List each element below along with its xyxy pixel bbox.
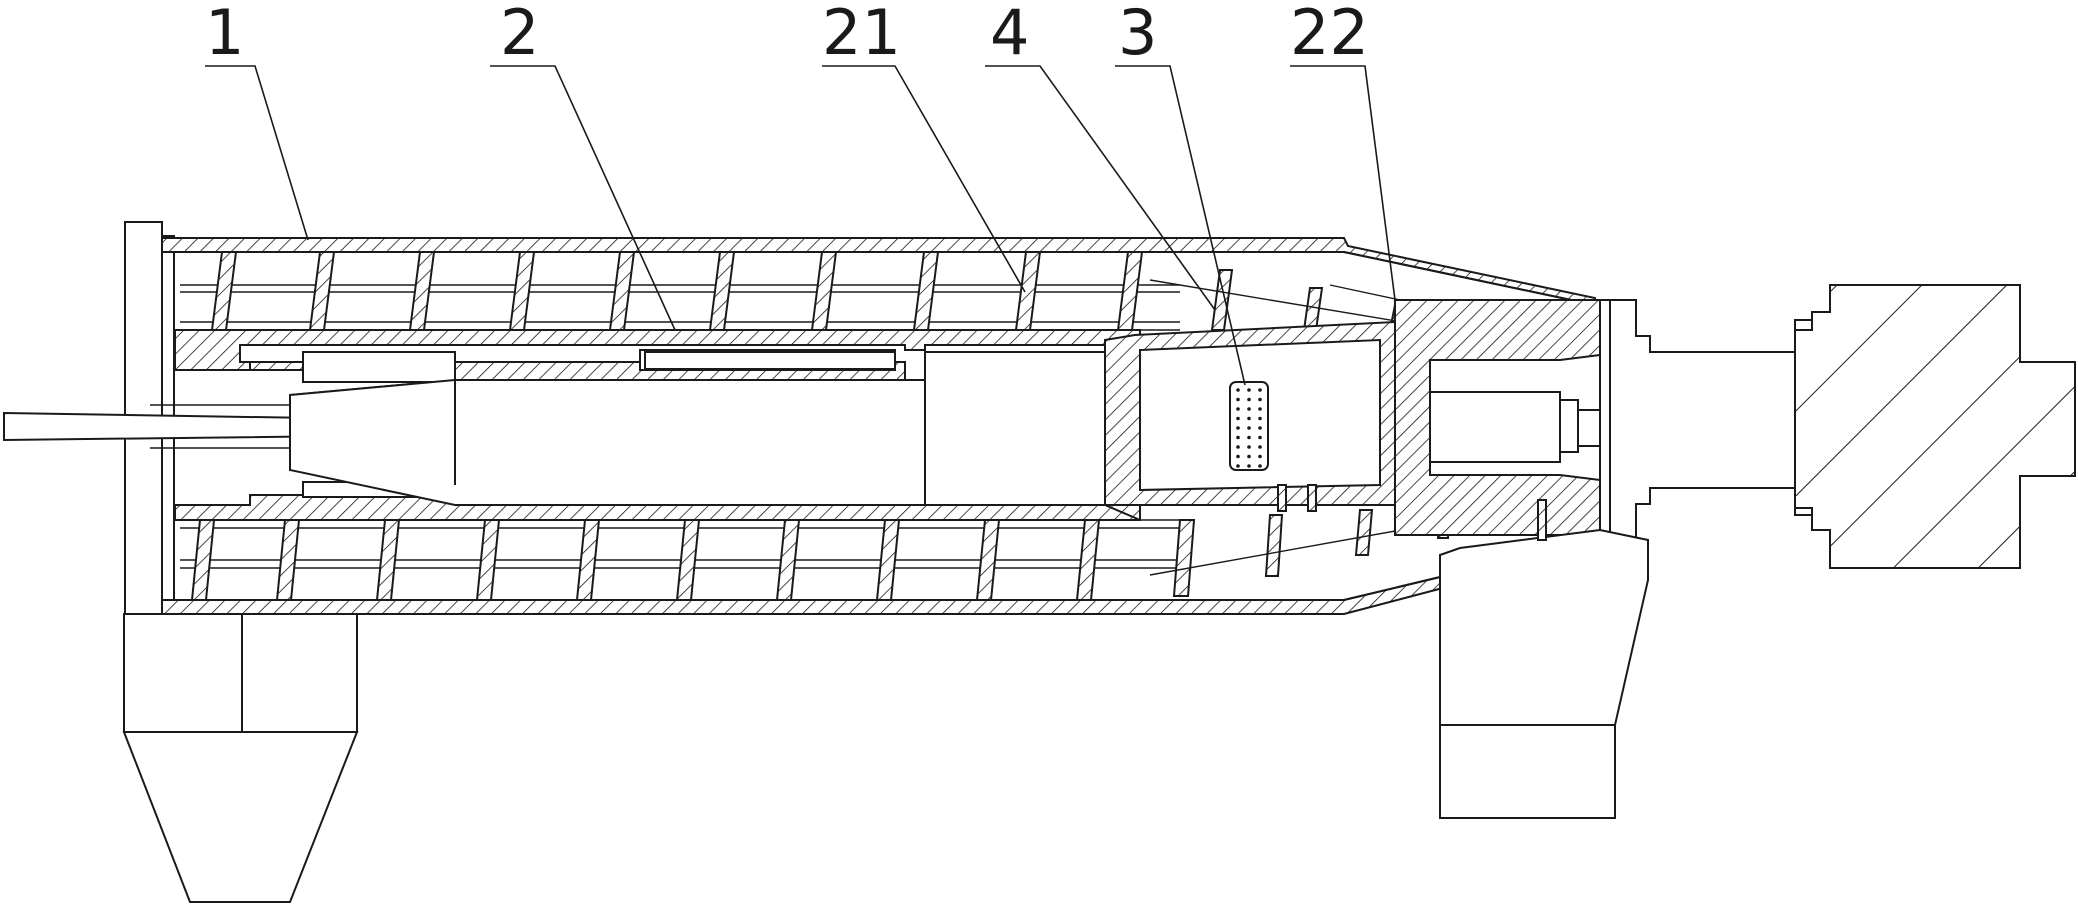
distributor-hole xyxy=(1247,416,1251,421)
distributor-hole xyxy=(1258,416,1262,421)
distributor-hole xyxy=(1247,464,1251,468)
distributor-hole xyxy=(1258,464,1262,468)
leader-22 xyxy=(1290,65,1396,301)
distributor-hole xyxy=(1236,407,1240,411)
leader-21 xyxy=(822,65,1026,293)
callout-labels: 1 2 21 4 3 22 xyxy=(205,0,1369,69)
distributor-hole xyxy=(1247,426,1251,430)
distributor-hole xyxy=(1258,426,1262,430)
distributor-hole xyxy=(1247,388,1251,392)
distributor-hole xyxy=(1258,388,1262,392)
distributor-hole xyxy=(1247,454,1251,459)
leader-2 xyxy=(490,65,676,331)
drive-pulley xyxy=(1794,284,2076,569)
distributor-hole xyxy=(1258,445,1262,449)
distributor-hole xyxy=(1247,435,1251,440)
cone-bolts xyxy=(1277,484,1547,541)
callout-label-2: 2 xyxy=(500,0,539,69)
callout-label-4: 4 xyxy=(990,0,1029,69)
distributor-hole xyxy=(1258,454,1262,459)
right-discharge-hopper xyxy=(1439,528,1649,819)
distributor-hole-grid xyxy=(1236,388,1262,468)
distributor-hole xyxy=(1236,426,1240,430)
distributor-hole xyxy=(1247,397,1251,402)
distributor-hole xyxy=(1236,435,1240,440)
hub-inner-cavity xyxy=(289,344,1141,521)
callout-label-3: 3 xyxy=(1118,0,1157,69)
distributor-hole xyxy=(1236,416,1240,421)
right-end-hub xyxy=(1394,299,1685,536)
distributor-hole xyxy=(1236,388,1240,392)
distributor-hole xyxy=(1236,445,1240,449)
distributor-hole xyxy=(1236,454,1240,459)
leader-1 xyxy=(205,65,309,241)
left-discharge-hopper xyxy=(122,613,359,903)
callout-label-21: 21 xyxy=(822,0,901,69)
distributor-hole xyxy=(1247,407,1251,411)
callout-label-22: 22 xyxy=(1290,0,1369,69)
distributor-hole xyxy=(1236,397,1240,402)
leader-4 xyxy=(985,65,1216,311)
callout-leaders xyxy=(205,65,1396,386)
distributor-hole xyxy=(1258,397,1262,402)
leader-3 xyxy=(1115,65,1246,386)
distributor-hole xyxy=(1258,435,1262,440)
distributor-hole xyxy=(1236,464,1240,468)
distributor-hole xyxy=(1247,445,1251,449)
screw-flights-top xyxy=(210,251,1472,346)
feed-distributor xyxy=(1104,320,1402,506)
distributor-hole xyxy=(1258,407,1262,411)
callout-label-1: 1 xyxy=(205,0,244,69)
